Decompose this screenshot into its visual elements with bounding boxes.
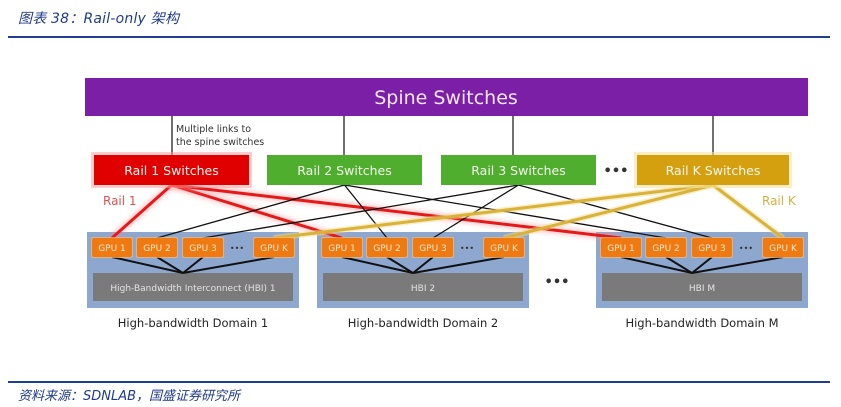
source-note: 资料来源：SDNLAB，国盛证券研究所 <box>18 389 241 404</box>
gpu-box <box>763 238 803 257</box>
gpu-ellipsis: ••• <box>739 244 753 253</box>
rail-switch-box-1 <box>94 155 249 185</box>
rail-2-link-domain-1 <box>156 184 345 239</box>
gpu-label: GPU 3 <box>419 244 447 254</box>
gpu-hbi-link <box>691 256 713 274</box>
gpu-box <box>92 238 132 257</box>
rail-switch-box-2 <box>267 155 422 185</box>
bottom-divider <box>8 381 830 383</box>
gpu-label: GPU 1 <box>328 244 356 254</box>
gpu-label: GPU K <box>490 244 519 254</box>
hbi-label-2: HBI 2 <box>411 284 435 294</box>
gpu-hbi-link <box>412 256 505 274</box>
domains-ellipsis: ••• <box>545 275 570 290</box>
gpu-hbi-link <box>156 256 184 274</box>
gpu-hbi-link <box>691 256 784 274</box>
gpu-label: GPU 2 <box>143 244 171 254</box>
gpu-label: GPU 3 <box>189 244 217 254</box>
hbi-box-3 <box>602 273 802 301</box>
gpu-label: GPU 1 <box>607 244 635 254</box>
gpu-hbi-link <box>412 256 434 274</box>
gpu-label: GPU K <box>260 244 289 254</box>
gpu-box <box>413 238 453 257</box>
hbi-label-1: High-Bandwidth Interconnect (HBI) 1 <box>110 284 275 294</box>
gpu-hbi-link <box>620 256 693 274</box>
gpu-box <box>692 238 732 257</box>
rail-1-label: Rail 1 <box>103 194 137 208</box>
figure-title: 图表 38：Rail-only 架构 <box>18 11 180 27</box>
rail-switch-box-3 <box>441 155 596 185</box>
gpu-ellipsis: ••• <box>230 244 244 253</box>
rail-1-link-domain-2 <box>171 183 343 240</box>
rail-switch-label-2: Rail 2 Switches <box>297 163 391 178</box>
gpu-hbi-link <box>665 256 693 274</box>
gpu-box <box>322 238 362 257</box>
gpu-ellipsis: ••• <box>460 244 474 253</box>
gpu-box <box>254 238 294 257</box>
gpu-box <box>646 238 686 257</box>
hbi-box-1 <box>93 273 293 301</box>
hbi-label-3: HBI M <box>689 284 715 294</box>
gpu-box <box>484 238 524 257</box>
domain-label-2: High-bandwidth Domain 2 <box>348 316 498 330</box>
rail-switch-box-4 <box>637 155 789 185</box>
domain-label-3: High-bandwidth Domain M <box>625 316 778 330</box>
gpu-label: GPU K <box>769 244 798 254</box>
rail-switch-label-3: Rail 3 Switches <box>471 163 565 178</box>
gpu-hbi-link <box>111 256 184 274</box>
gpu-label: GPU 2 <box>652 244 680 254</box>
gpu-hbi-link <box>341 256 414 274</box>
rail-1-link-domain-1 <box>111 183 173 240</box>
rail-switch-label-1: Rail 1 Switches <box>124 163 218 178</box>
spine-switches-label: Spine Switches <box>374 87 518 109</box>
rails-ellipsis: ••• <box>604 164 629 179</box>
gpu-box <box>137 238 177 257</box>
spine-switches-box <box>85 78 808 116</box>
gpu-label: GPU 2 <box>373 244 401 254</box>
top-divider <box>8 36 830 38</box>
rail-4-link-domain-3 <box>712 183 784 240</box>
gpu-box <box>183 238 223 257</box>
hbi-box-2 <box>323 273 523 301</box>
domain-label-1: High-bandwidth Domain 1 <box>118 316 268 330</box>
gpu-box <box>367 238 407 257</box>
gpu-label: GPU 3 <box>698 244 726 254</box>
rail-switch-label-4: Rail K Switches <box>666 163 761 178</box>
rail-2-link-domain-2 <box>343 184 388 239</box>
gpu-hbi-link <box>182 256 275 274</box>
gpu-label: GPU 1 <box>98 244 126 254</box>
spine-links-note-line-1: Multiple links to <box>176 124 251 135</box>
gpu-box <box>601 238 641 257</box>
rail-3-link-domain-1 <box>202 184 519 239</box>
gpu-hbi-link <box>386 256 414 274</box>
gpu-hbi-link <box>182 256 204 274</box>
rail-k-label: Rail K <box>762 194 797 208</box>
spine-links-note-line-2: the spine switches <box>176 137 264 148</box>
rail-4-link-domain-2 <box>503 183 714 240</box>
rail-4-link-domain-1 <box>273 183 714 240</box>
